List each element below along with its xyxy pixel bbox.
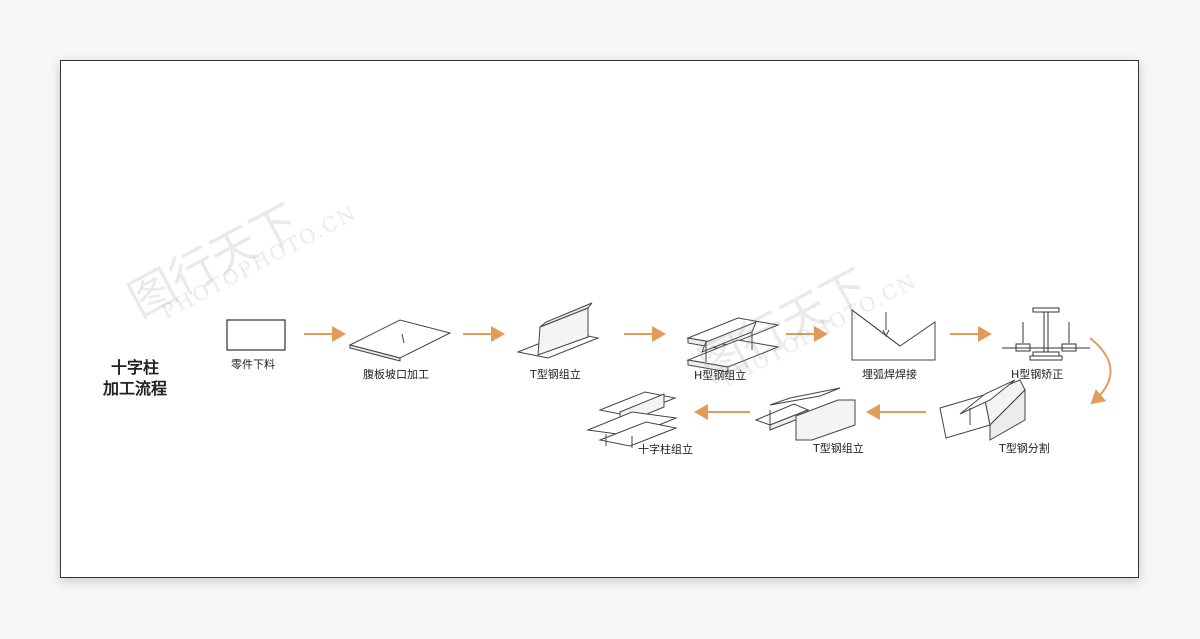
diagram-frame [60, 60, 1139, 578]
plate-icon [226, 319, 286, 351]
title-line-1: 十字柱 [111, 358, 160, 377]
label-step-1: 零件下料 [231, 358, 275, 371]
cross-column-icon [586, 391, 678, 448]
label-step-4: H型钢组立 [694, 369, 747, 382]
label-step-2: 腹板坡口加工 [363, 368, 429, 381]
label-step-8: T型钢组立 [813, 442, 864, 455]
flow-arrows [304, 326, 1112, 420]
web-plate-icon [348, 319, 452, 362]
label-step-7: T型钢分割 [999, 442, 1050, 455]
straightening-icon [1002, 307, 1090, 361]
t-split-icon [939, 379, 1026, 441]
label-step-5: 埋弧焊焊接 [862, 368, 917, 381]
t-assembly-icon [754, 387, 856, 441]
t-section-icon [516, 302, 600, 359]
arrow-curve [1089, 337, 1112, 405]
h-section-icon [686, 317, 780, 373]
label-step-9: 十字柱组立 [638, 443, 693, 456]
diagram-title: 十字柱 加工流程 [103, 357, 167, 399]
weld-icon [851, 309, 936, 361]
label-step-3: T型钢组立 [530, 368, 581, 381]
title-line-2: 加工流程 [103, 379, 168, 398]
label-step-6: H型钢矫正 [1011, 368, 1064, 381]
